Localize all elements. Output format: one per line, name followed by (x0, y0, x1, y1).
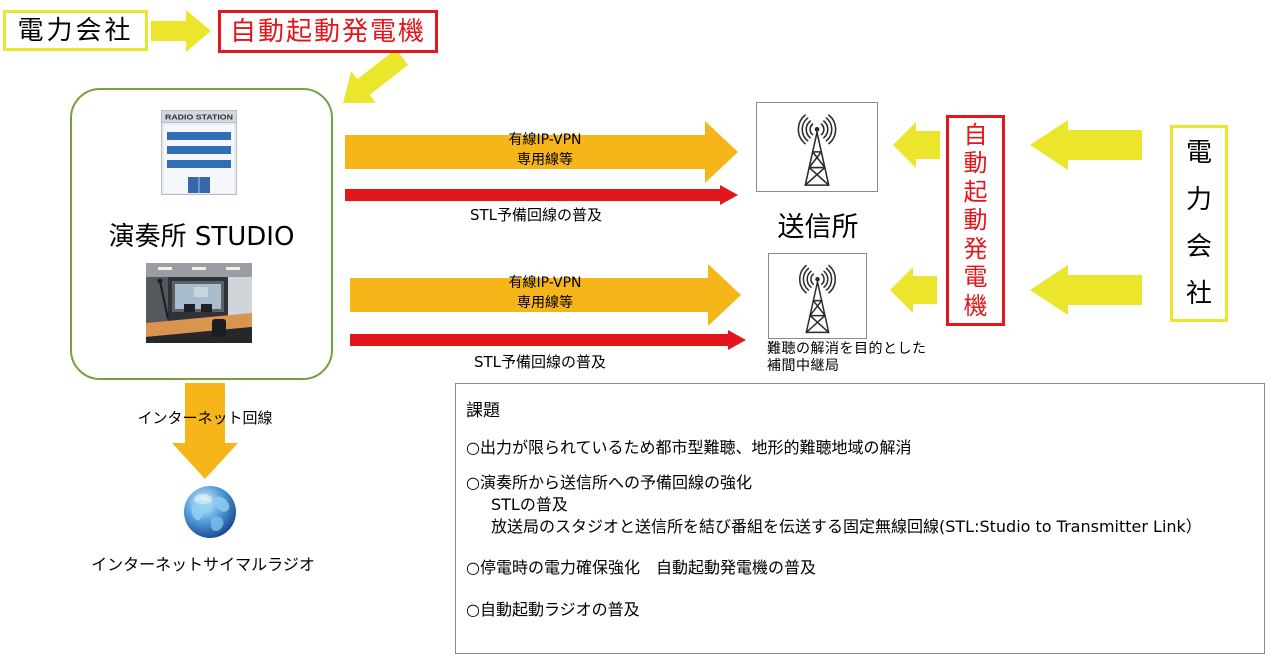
internet-radio-label: インターネットサイマルラジオ (91, 555, 315, 574)
arrow-stl-to-transmitter (345, 185, 738, 205)
arrow-generator-to-studio (343, 49, 409, 103)
generator-box-top: 自動起動発電機 (218, 10, 438, 53)
studio-box: RADIO STATION 演奏所 STUDIO (70, 88, 333, 380)
relay-label-line2: 補間中継局 (767, 358, 840, 374)
relay-label-line1: 難聴の解消を目的とした (767, 341, 927, 357)
power-company-label-right: 電力会社 (1186, 137, 1213, 309)
arrow-studio-to-internet (172, 383, 238, 479)
internet-line-label: インターネット回線 (137, 409, 273, 427)
arrow-power-to-generator-lower (1030, 265, 1142, 315)
issue-sub-item: 放送局のスタジオと送信所を結び番組を伝送する固定無線回線(STL:Studio … (491, 517, 1202, 536)
ipvpn-label-transmitter: 有線IP-VPN 専用線等 (445, 130, 645, 170)
generator-box-right: 自動起動発電機 (946, 115, 1005, 326)
arrow-ipvpn-to-transmitter (345, 121, 738, 183)
ipvpn-line1: 有線IP-VPN (508, 132, 582, 148)
generator-label-top: 自動起動発電機 (229, 16, 426, 47)
transmitter-label: 送信所 (777, 212, 859, 243)
power-company-label-top: 電力会社 (17, 15, 134, 46)
power-company-box-top: 電力会社 (3, 10, 148, 51)
issue-item: ○演奏所から送信所への予備回線の強化 (466, 473, 752, 492)
generator-label-right: 自動起動発電機 (963, 120, 988, 320)
issue-item: ○自動起動ラジオの普及 (466, 600, 640, 619)
transmitter-tower-icon (756, 102, 878, 192)
radio-station-building-icon: RADIO STATION (161, 110, 237, 195)
arrow-generator-to-relay (890, 267, 937, 313)
arrow-generator-to-transmitter (893, 122, 940, 168)
ipvpn-line1: 有線IP-VPN (508, 275, 582, 291)
issues-box: 課題 ○出力が限られているため都市型難聴、地形的難聴地域の解消 ○演奏所から送信… (455, 383, 1265, 654)
arrow-power-to-generator-top (151, 10, 211, 52)
stl-label-transmitter: STL予備回線の普及 (470, 206, 603, 224)
ipvpn-line2: 専用線等 (517, 152, 573, 168)
stl-label-relay: STL予備回線の普及 (474, 353, 607, 371)
ipvpn-label-relay: 有線IP-VPN 専用線等 (445, 273, 645, 313)
arrow-stl-to-relay (350, 330, 746, 350)
issue-item: ○停電時の電力確保強化 自動起動発電機の普及 (466, 558, 816, 577)
arrow-power-to-generator-upper (1030, 120, 1142, 170)
studio-photo (146, 263, 252, 343)
issues-title: 課題 (466, 401, 500, 421)
relay-tower-icon (768, 253, 867, 339)
relay-label: 難聴の解消を目的とした 補間中継局 (767, 341, 927, 375)
ipvpn-line2: 専用線等 (517, 295, 573, 311)
power-company-box-right: 電力会社 (1170, 125, 1228, 322)
issue-item: ○出力が限られているため都市型難聴、地形的難聴地域の解消 (466, 438, 912, 457)
studio-label: 演奏所 STUDIO (108, 222, 295, 252)
radio-station-sign: RADIO STATION (165, 113, 233, 122)
arrow-ipvpn-to-relay (350, 264, 741, 326)
globe-icon (183, 485, 237, 539)
issue-sub-item: STLの普及 (491, 495, 568, 514)
